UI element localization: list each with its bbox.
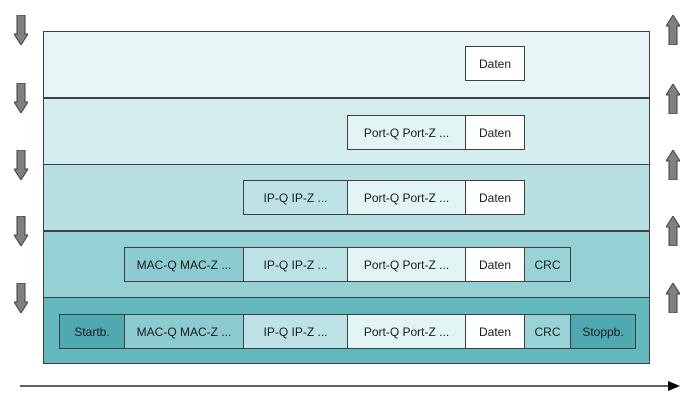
cell-start: Startb. (59, 314, 125, 349)
cell-ip: IP-Q IP-Z ... (243, 180, 348, 215)
down-arrow-icon (13, 14, 29, 46)
cell-mac: MAC-Q MAC-Z ... (124, 247, 244, 282)
down-arrow-icon (13, 149, 29, 181)
layer-2 (43, 98, 650, 165)
up-arrow-icon (665, 149, 681, 181)
cell-stop: Stoppb. (570, 314, 636, 349)
down-arrow-icon (13, 82, 29, 114)
cell-crc: CRC (524, 247, 571, 282)
down-arrow-icon (13, 215, 29, 247)
layer-1 (43, 31, 650, 98)
up-arrow-icon (665, 282, 681, 314)
up-arrow-icon (665, 83, 681, 115)
cell-port: Port-Q Port-Z ... (347, 180, 466, 215)
cell-daten: Daten (465, 314, 525, 349)
cell-port: Port-Q Port-Z ... (347, 115, 466, 150)
cell-daten: Daten (465, 115, 525, 150)
cell-port: Port-Q Port-Z ... (347, 314, 466, 349)
cell-port: Port-Q Port-Z ... (347, 247, 466, 282)
down-arrow-icon (13, 282, 29, 314)
cell-daten: Daten (465, 46, 525, 81)
cell-crc: CRC (524, 314, 571, 349)
cell-ip: IP-Q IP-Z ... (243, 314, 348, 349)
cell-ip: IP-Q IP-Z ... (243, 247, 348, 282)
up-arrow-icon (665, 215, 681, 247)
cell-daten: Daten (465, 180, 525, 215)
cell-mac: MAC-Q MAC-Z ... (124, 314, 244, 349)
horizontal-axis-arrow (20, 381, 680, 391)
cell-daten: Daten (465, 247, 525, 282)
up-arrow-icon (665, 14, 681, 46)
